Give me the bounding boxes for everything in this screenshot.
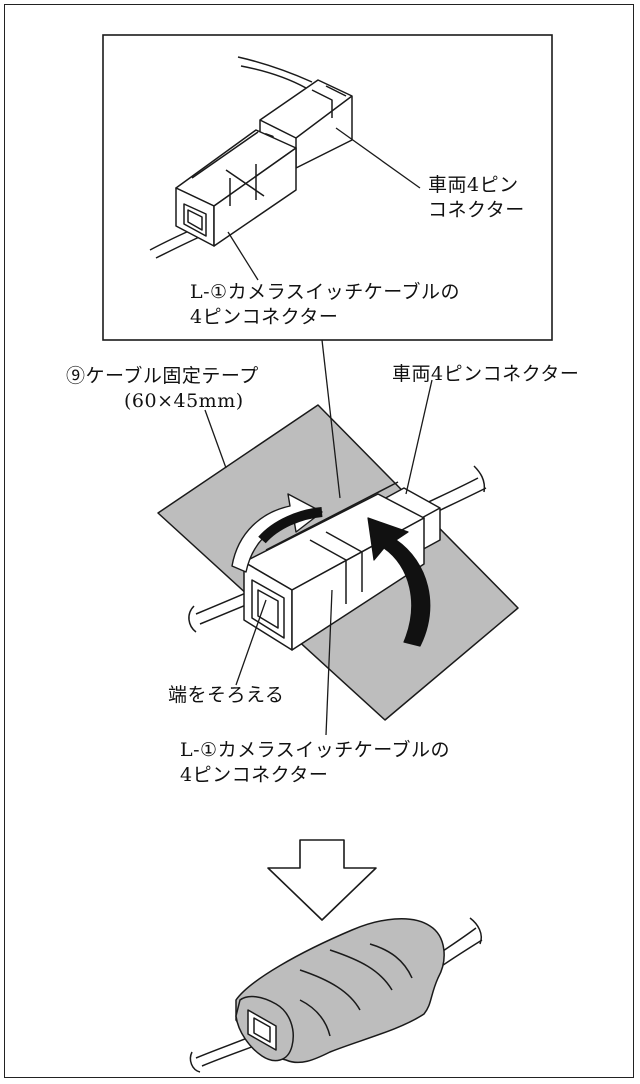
- main-leaders: [204, 339, 433, 736]
- main-camera-connector-label-line2: 4ピンコネクター: [180, 764, 329, 786]
- main-vehicle-connector-label: 車両4ピンコネクター: [392, 363, 580, 385]
- inset-camera-connector-label-line1: L-①カメラスイッチケーブルの: [190, 281, 461, 303]
- inset-vehicle-connector-label-line2: コネクター: [428, 199, 525, 221]
- taped-connector-result: [189, 917, 483, 1073]
- figure-frame: [4, 4, 634, 1078]
- align-edges-label: 端をそろえる: [168, 684, 285, 706]
- inset-camera-connector: [149, 129, 297, 259]
- main-camera-connector-label-line1: L-①カメラスイッチケーブルの: [180, 739, 451, 761]
- fold-arrow-icon: [231, 493, 431, 647]
- inset-vehicle-connector-label-line1: 車両4ピン: [428, 174, 519, 196]
- down-arrow-outline-icon: [267, 839, 377, 921]
- inset-leaders: [227, 127, 421, 281]
- inset-camera-connector-label-line2: 4ピンコネクター: [190, 306, 339, 328]
- tape-label-line1: ⑨ケーブル固定テープ: [66, 365, 259, 387]
- tape-label-line2: (60×45mm): [124, 390, 244, 412]
